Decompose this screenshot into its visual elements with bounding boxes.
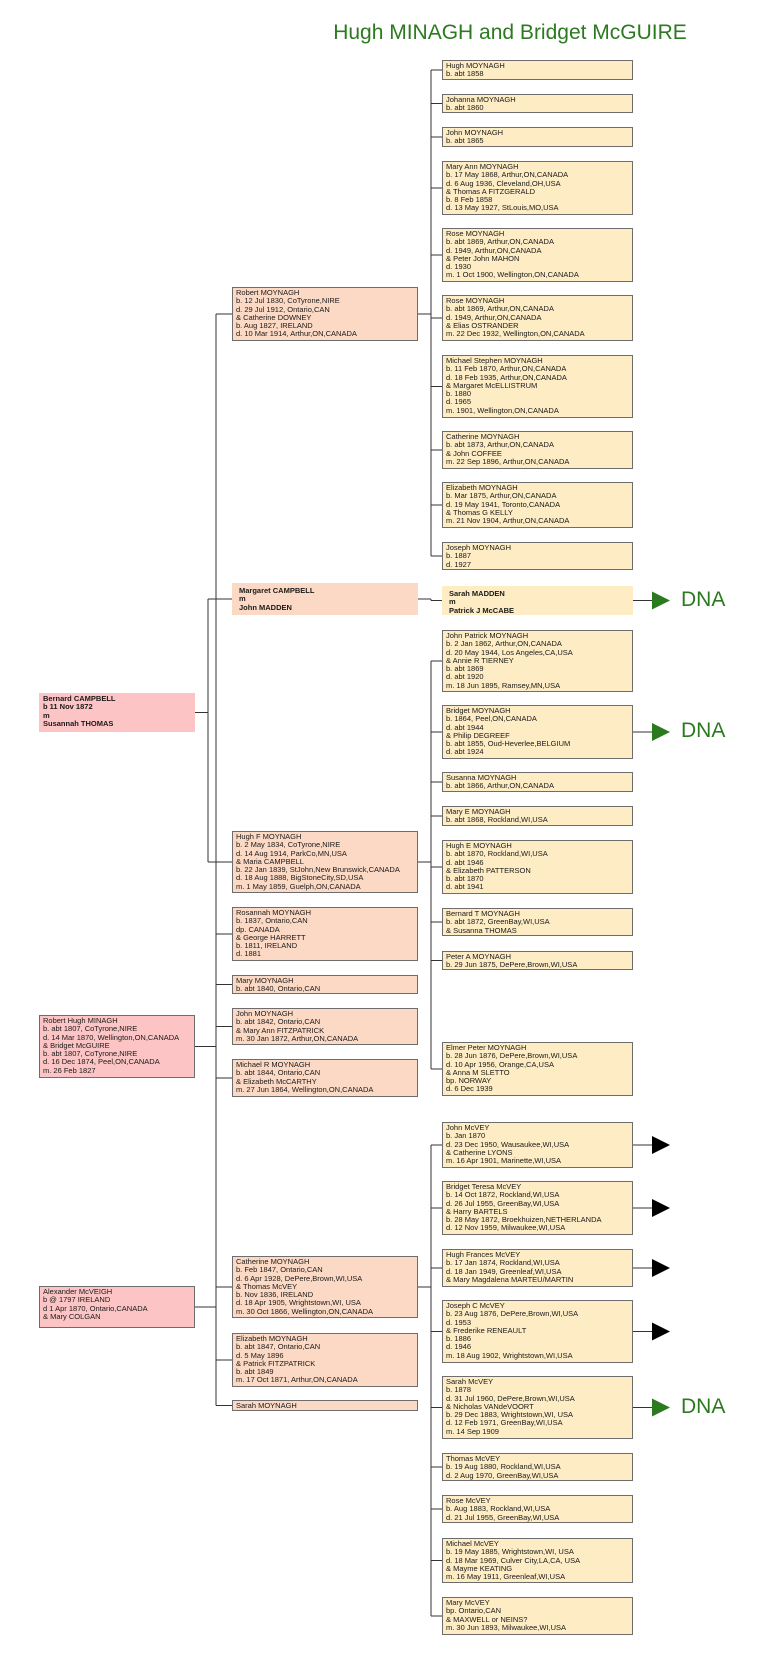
person-box-susanna-m: Susanna MOYNAGH b. abt 1866, Arthur,ON,C… [442, 772, 633, 792]
page-title: Hugh MINAGH and Bridget McGUIRE [333, 21, 687, 44]
person-box-john-patrick: John Patrick MOYNAGH b. 2 Jan 1862, Arth… [442, 630, 633, 692]
person-box-catherine-m3: Catherine MOYNAGH b. abt 1873, Arthur,ON… [442, 431, 633, 469]
person-box-peter-a: Peter A MOYNAGH b. 29 Jun 1875, DePere,B… [442, 951, 633, 970]
person-box-michael-mcvey: Michael McVEY b. 19 May 1885, Wrightstow… [442, 1538, 633, 1583]
person-box-rose-mcvey: Rose McVEY b. Aug 1883, Rockland,WI,USA … [442, 1495, 633, 1523]
continue-arrow-icon [652, 1199, 670, 1217]
continue-arrow-icon [652, 1259, 670, 1277]
person-box-mary-mcvey: Mary McVEY bp. Ontario,CAN & MAXWELL or … [442, 1597, 633, 1635]
person-box-bernard-c: Bernard CAMPBELL b 11 Nov 1872 m Susanna… [39, 693, 195, 732]
person-box-robert-hugh: Robert Hugh MINAGH b. abt 1807, CoTyrone… [39, 1015, 195, 1078]
person-box-elizabeth-m3: Elizabeth MOYNAGH b. Mar 1875, Arthur,ON… [442, 482, 633, 528]
person-box-maryann: Mary Ann MOYNAGH b. 17 May 1868, Arthur,… [442, 161, 633, 215]
person-box-hugh-f: Hugh F MOYNAGH b. 2 May 1834, CoTyrone,N… [232, 831, 418, 893]
continue-arrow-icon [652, 1322, 670, 1341]
person-box-hugh-f-mcvey: Hugh Frances McVEY b. 17 Jan 1874, Rockl… [442, 1249, 633, 1287]
person-box-hugh-e: Hugh E MOYNAGH b. abt 1870, Rockland,WI,… [442, 840, 633, 894]
person-box-catherine-m2: Catherine MOYNAGH b. Feb 1847, Ontario,C… [232, 1256, 418, 1318]
person-box-rosannah: Rosannah MOYNAGH b. 1837, Ontario,CAN dp… [232, 907, 418, 961]
person-box-thomas-mcvey: Thomas McVEY b. 19 Aug 1880, Rockland,WI… [442, 1453, 633, 1481]
person-box-robert-m: Robert MOYNAGH b. 12 Jul 1830, CoTyrone,… [232, 287, 418, 341]
person-box-john-mcvey: John McVEY b. Jan 1870 d. 23 Dec 1950, W… [442, 1122, 633, 1168]
person-box-john-m2: John MOYNAGH b. abt 1842, Ontario,CAN & … [232, 1008, 418, 1045]
person-box-bridget-t: Bridget Teresa McVEY b. 14 Oct 1872, Roc… [442, 1181, 633, 1235]
person-box-bridget-m: Bridget MOYNAGH b. 1864, Peel,ON,CANADA … [442, 705, 633, 759]
person-box-rose2: Rose MOYNAGH b. abt 1869, Arthur,ON,CANA… [442, 295, 633, 341]
person-box-bernard-t: Bernard T MOYNAGH b. abt 1872, GreenBay,… [442, 908, 633, 936]
person-box-sarah-mcvey: Sarah McVEY b. 1878 d. 31 Jul 1960, DePe… [442, 1376, 633, 1439]
person-box-elmer: Elmer Peter MOYNAGH b. 28 Jun 1876, DePe… [442, 1042, 633, 1096]
continue-arrow-icon [652, 1136, 670, 1154]
person-box-sarah-madden: Sarah MADDEN m Patrick J McCABE [442, 586, 633, 615]
person-box-mary-e: Mary E MOYNAGH b. abt 1868, Rockland,WI,… [442, 806, 633, 826]
person-box-elizabeth-m2: Elizabeth MOYNAGH b. abt 1847, Ontario,C… [232, 1333, 418, 1387]
person-box-rose1: Rose MOYNAGH b. abt 1869, Arthur,ON,CANA… [442, 228, 633, 282]
dna-label: DNA [681, 1394, 726, 1418]
dna-label: DNA [681, 587, 726, 611]
person-box-alexander: Alexander McVEIGH b @ 1797 IRELAND d 1 A… [39, 1286, 195, 1328]
person-box-mary-m2: Mary MOYNAGH b. abt 1840, Ontario,CAN [232, 975, 418, 994]
dna-arrow-icon [652, 723, 670, 741]
person-box-john-m: John MOYNAGH b. abt 1865 [442, 127, 633, 147]
dna-arrow-icon [652, 1398, 670, 1417]
person-box-michael-s: Michael Stephen MOYNAGH b. 11 Feb 1870, … [442, 355, 633, 418]
person-box-joseph-m: Joseph MOYNAGH b. 1887 d. 1927 [442, 542, 633, 570]
person-box-hugh: Hugh MOYNAGH b. abt 1858 [442, 60, 633, 80]
person-box-margaret-c: Margaret CAMPBELL m John MADDEN [232, 583, 418, 615]
person-box-michael-r: Michael R MOYNAGH b. abt 1844, Ontario,C… [232, 1059, 418, 1097]
person-box-johanna: Johanna MOYNAGH b. abt 1860 [442, 94, 633, 113]
person-box-sarah-m2: Sarah MOYNAGH [232, 1400, 418, 1411]
dna-arrow-icon [652, 591, 670, 610]
person-box-joseph-c: Joseph C McVEY b. 23 Aug 1876, DePere,Br… [442, 1300, 633, 1363]
dna-label: DNA [681, 719, 726, 742]
